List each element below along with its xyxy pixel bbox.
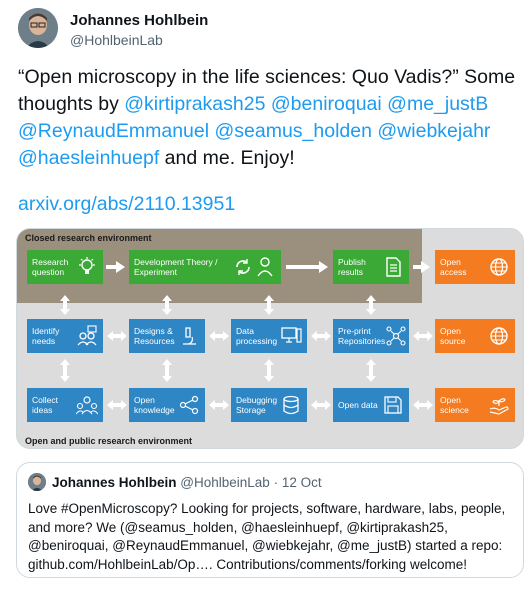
quoted-date[interactable]: · 12 Oct: [273, 475, 322, 490]
mention-link[interactable]: @beniroquai: [270, 93, 382, 115]
quoted-author-handle[interactable]: @HohlbeinLab: [180, 475, 270, 490]
quoted-body: Love #OpenMicroscopy? Looking for projec…: [28, 501, 506, 572]
quoted-author-name[interactable]: Johannes Hohlbein: [52, 475, 177, 490]
diagram-box-open-data: Open data: [333, 388, 409, 422]
database-icon: [283, 395, 299, 415]
flow-arrow-head: [421, 261, 430, 273]
diagram-box-development: Development Theory / Experiment: [129, 250, 281, 284]
connector-arrows: [60, 295, 433, 410]
mention-link[interactable]: @kirtiprakash25: [124, 93, 266, 115]
floppy-icon: [384, 396, 402, 414]
mention-link[interactable]: @me_justB: [387, 93, 489, 115]
share-icon: [179, 395, 199, 415]
closed-zone-label: Closed research environment: [25, 233, 152, 243]
diagram-box-designs-resources: Designs & Resources: [129, 319, 205, 353]
tweet-image-diagram[interactable]: Closed research environment Open and pub…: [16, 228, 524, 449]
plant-hand-icon: [489, 398, 509, 415]
diagram-box-open-source: Open source: [435, 319, 515, 353]
scientist-icon: [257, 257, 273, 277]
diagram-box-open-knowledge: Open knowledge: [129, 388, 205, 422]
arxiv-link[interactable]: arxiv.org/abs/2110.13951: [18, 193, 236, 215]
diagram-box-research-question: Research question: [27, 250, 103, 284]
tweet-text: “Open microscopy in the life sciences: Q…: [18, 64, 518, 172]
group-icon: [76, 396, 98, 415]
diagram-box-debugging-storage: Debugging Storage: [231, 388, 307, 422]
diagram-box-publish-results: Publish results: [333, 250, 409, 284]
globe-icon: [490, 327, 508, 345]
tweet-intro: “Open microscopy in the life sciences: Q…: [18, 66, 516, 115]
computer-icon: [281, 327, 302, 343]
flow-arrow: [106, 265, 117, 269]
diagram-box-collect-ideas: Collect ideas: [27, 388, 103, 422]
author-handle[interactable]: @HohlbeinLab: [70, 32, 163, 48]
globe-icon: [490, 258, 508, 276]
quoted-author-avatar[interactable]: [28, 473, 46, 491]
diagram-box-open-science: Open science: [435, 388, 515, 422]
author-avatar[interactable]: [18, 8, 58, 48]
network-icon: [386, 326, 406, 346]
diagram-box-data-processing: Data processing: [231, 319, 307, 353]
mention-link[interactable]: @wiebkejahr: [377, 120, 491, 142]
diagram-box-preprint-repositories: Pre-print Repositories: [333, 319, 409, 353]
flow-arrow-head: [319, 261, 328, 273]
flow-arrow: [413, 265, 422, 269]
quoted-tweet[interactable]: Johannes Hohlbein @HohlbeinLab · 12 Oct …: [16, 462, 524, 578]
cycle-icon: [236, 259, 250, 275]
mention-link[interactable]: @ReynaudEmmanuel: [18, 120, 210, 142]
mention-link[interactable]: @haesleinhuepf: [18, 147, 160, 169]
diagram-box-open-access: Open access: [435, 250, 515, 284]
mention-link[interactable]: @seamus_holden: [214, 120, 372, 142]
author-name[interactable]: Johannes Hohlbein: [70, 12, 209, 29]
people-question-icon: [77, 325, 97, 346]
flow-arrow-head: [116, 261, 125, 273]
flow-arrow: [286, 265, 319, 269]
open-zone-label: Open and public research environment: [25, 436, 193, 446]
quoted-header: Johannes Hohlbein @HohlbeinLab · 12 Oct: [52, 475, 322, 490]
document-icon: [386, 257, 401, 277]
diagram-box-identify-needs: Identify needs: [27, 319, 103, 353]
microscope-icon: [183, 327, 196, 345]
tweet-outro: and me. Enjoy!: [159, 147, 295, 169]
lightbulb-icon: [79, 257, 95, 274]
